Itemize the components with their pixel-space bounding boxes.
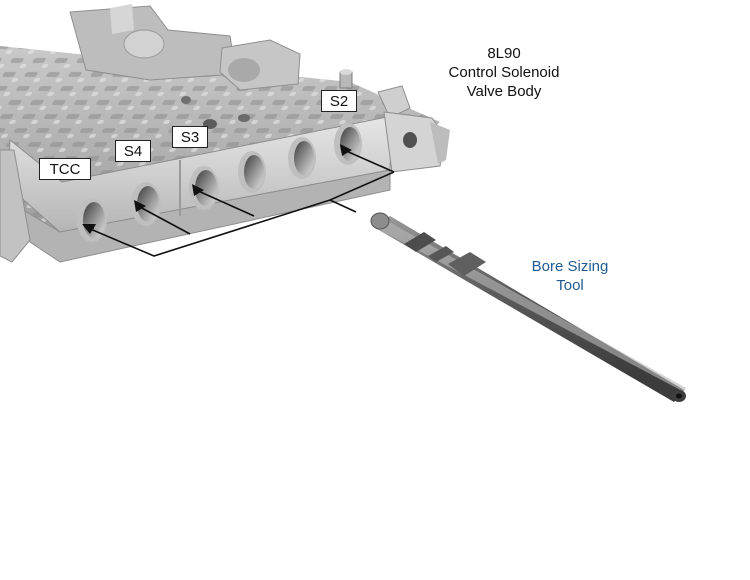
bore-leader-lines (82, 144, 395, 257)
tool-sizing-steps (404, 232, 486, 276)
bore-sizing-tool (370, 212, 686, 402)
diagram-title: 8L90 Control Solenoid Valve Body (420, 44, 588, 101)
callout-s3: S3 (172, 126, 208, 148)
bore-s2 (334, 123, 362, 165)
tool-label-line-1: Bore Sizing (531, 258, 609, 275)
bore-unlabeled-2 (288, 137, 316, 179)
casting-front-face (0, 111, 450, 263)
callout-s2: S2 (321, 90, 357, 112)
callout-tcc: TCC (39, 158, 91, 180)
callout-s4: S4 (115, 140, 151, 162)
title-line-1: 8L90 (487, 45, 521, 62)
title-line-2: Control Solenoid (448, 64, 560, 81)
tool-label-line-2: Tool (556, 277, 584, 294)
bore-tcc (77, 198, 107, 242)
tool-label: Bore Sizing Tool (510, 257, 630, 295)
bore-unlabeled-1 (238, 151, 266, 193)
title-line-3: Valve Body (466, 83, 542, 100)
